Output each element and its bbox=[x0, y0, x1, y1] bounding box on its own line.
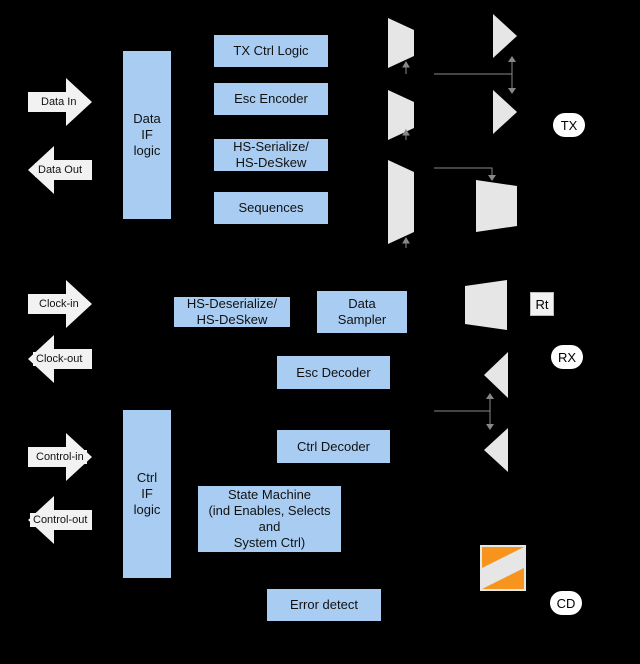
hs-deserialize-block: HS-Deserialize/ HS-DeSkew bbox=[174, 296, 290, 327]
tx-driver-2 bbox=[388, 90, 414, 140]
rx-lp-receiver-1 bbox=[484, 352, 508, 398]
state-machine-block: State Machine (ind Enables, Selects and … bbox=[198, 486, 341, 552]
cd-label: CD bbox=[550, 591, 582, 615]
data-in-label: Data In bbox=[38, 95, 80, 109]
data-out-label: Data Out bbox=[35, 163, 86, 177]
data-if-logic-block: Data IF logic bbox=[123, 51, 171, 219]
rt-termination-label: Rt bbox=[530, 292, 554, 316]
esc-decoder-block: Esc Decoder bbox=[277, 356, 390, 389]
hs-serialize-block: HS-Serialize/ HS-DeSkew bbox=[214, 139, 328, 171]
ctrl-decoder-block: Ctrl Decoder bbox=[277, 430, 390, 463]
tx-output-buffer-2 bbox=[493, 90, 517, 134]
tx-hs-wire-arrow bbox=[488, 175, 496, 181]
driver-enable-arrows bbox=[402, 61, 410, 248]
tx-driver-1 bbox=[388, 18, 414, 68]
tx-hs-wire bbox=[434, 167, 493, 178]
clock-out-label: Clock-out bbox=[33, 352, 86, 366]
cd-detector-2 bbox=[482, 568, 524, 589]
rx-wire-arrow-down bbox=[486, 424, 494, 430]
error-detect-block: Error detect bbox=[267, 589, 381, 621]
control-out-label: Control-out bbox=[30, 513, 91, 527]
tx-wire-arrow-up bbox=[508, 56, 516, 62]
rx-wire-arrow-up bbox=[486, 393, 494, 399]
esc-encoder-block: Esc Encoder bbox=[214, 83, 328, 115]
cd-detector-1 bbox=[482, 547, 524, 568]
rx-label: RX bbox=[551, 345, 583, 369]
data-sampler-block: Data Sampler bbox=[317, 291, 407, 333]
tx-ctrl-logic-block: TX Ctrl Logic bbox=[214, 35, 328, 67]
tx-hs-output-stage bbox=[476, 180, 517, 232]
tx-driver-hs bbox=[388, 160, 414, 244]
sequences-block: Sequences bbox=[214, 192, 328, 224]
rx-hs-receiver bbox=[465, 280, 507, 330]
tx-label: TX bbox=[553, 113, 585, 137]
control-in-label: Control-in bbox=[33, 450, 87, 464]
rx-lp-receiver-2 bbox=[484, 428, 508, 472]
tx-wire-arrow-down bbox=[508, 88, 516, 94]
ctrl-if-logic-block: Ctrl IF logic bbox=[123, 410, 171, 578]
tx-output-buffer-1 bbox=[493, 14, 517, 58]
clock-in-label: Clock-in bbox=[36, 297, 82, 311]
